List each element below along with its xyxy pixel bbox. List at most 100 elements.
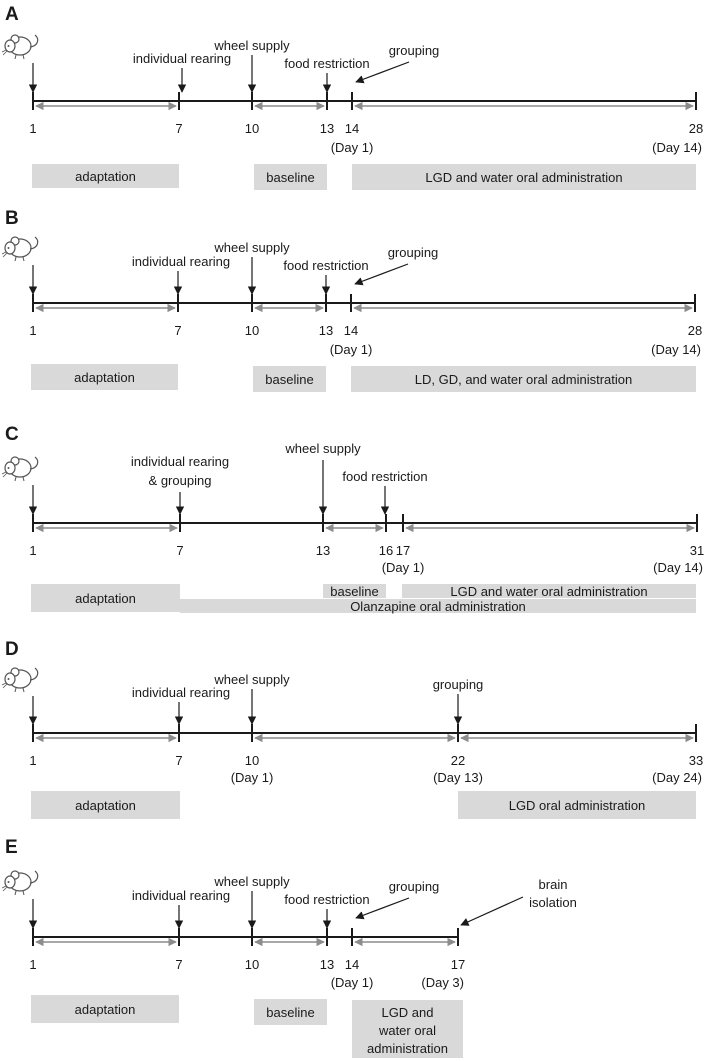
grouping-label: & grouping <box>149 473 212 488</box>
period-box-fill <box>323 584 386 598</box>
box-label: adaptation <box>75 798 136 813</box>
panel-letter: B <box>5 208 19 229</box>
adaptation-box: adaptation <box>31 995 179 1023</box>
experiment-day-label: (Day 1) <box>331 975 374 990</box>
day-label: 14 <box>344 323 358 338</box>
experiment-day-label: (Day 24) <box>652 770 702 785</box>
box-label: LGD and water oral administration <box>425 170 622 185</box>
day-label: 13 <box>319 323 333 338</box>
individual-rearing-label: individual rearing <box>133 51 231 66</box>
day-label: 1 <box>29 543 36 558</box>
box-label: LD, GD, and water oral administration <box>415 372 632 387</box>
day-label: 7 <box>175 957 182 972</box>
baseline-box: baseline <box>253 366 326 392</box>
box-label: baseline <box>266 1005 314 1020</box>
experiment-day-label: (Day 1) <box>382 560 425 575</box>
adaptation-box: adaptation <box>31 584 180 612</box>
experiment-day-label: (Day 14) <box>653 560 703 575</box>
box-label: baseline <box>266 170 314 185</box>
panel-letter: A <box>5 4 19 25</box>
mouse-icon <box>1 34 39 60</box>
baseline-box: baseline <box>254 999 327 1025</box>
period-box-fill <box>351 366 696 392</box>
box-label: adaptation <box>75 169 136 184</box>
period-box-fill <box>31 584 180 612</box>
day-label: 7 <box>176 543 183 558</box>
day-label: 28 <box>689 121 703 136</box>
box-label: adaptation <box>75 1002 136 1017</box>
adaptation-box: adaptation <box>32 164 179 188</box>
wheel-supply-label: wheel supply <box>213 874 290 889</box>
period-box-fill <box>32 164 179 188</box>
period-box-fill <box>402 584 696 598</box>
wheel-supply-label: wheel supply <box>213 38 290 53</box>
box-label: LGD and <box>381 1005 433 1020</box>
day-label: 13 <box>320 957 334 972</box>
mouse-icon <box>1 236 39 262</box>
brain-isolation-arrow <box>460 896 524 926</box>
food-restriction-label: food restriction <box>342 469 427 484</box>
individual-rearing-label: individual rearing <box>132 254 230 269</box>
experiment-day-label: (Day 14) <box>652 140 702 155</box>
day-label: 1 <box>29 753 36 768</box>
box-label: baseline <box>265 372 313 387</box>
day-label: 13 <box>320 121 334 136</box>
grouping-arrow <box>355 897 410 920</box>
isolation-label: isolation <box>529 895 577 910</box>
food-restriction-label: food restriction <box>284 892 369 907</box>
brain-label: brain <box>539 877 568 892</box>
day-label: 28 <box>688 323 702 338</box>
box-label: LGD and water oral administration <box>450 584 647 599</box>
day-label: 10 <box>245 753 259 768</box>
period-box-fill <box>254 164 327 190</box>
grouping-label: grouping <box>388 245 439 260</box>
box-label: water oral <box>378 1023 436 1038</box>
panel-letter: C <box>5 424 19 445</box>
day-label: 14 <box>345 121 359 136</box>
grouping-arrow <box>355 61 410 84</box>
box-label: adaptation <box>74 370 135 385</box>
mouse-icon <box>1 456 39 482</box>
day-label: 17 <box>451 957 465 972</box>
lgd-and-water-oral-administration-box: LGD and water oral administration <box>402 584 696 599</box>
experiment-day-label: (Day 1) <box>331 140 374 155</box>
box-label: LGD oral administration <box>509 798 646 813</box>
day-label: 1 <box>29 323 36 338</box>
day-label: 7 <box>174 323 181 338</box>
panel-letter: D <box>5 639 19 660</box>
experiment-day-label: (Day 3) <box>421 975 464 990</box>
experiment-day-label: (Day 1) <box>231 770 274 785</box>
period-box-fill <box>254 999 327 1025</box>
day-label: 33 <box>689 753 703 768</box>
grouping-label: grouping <box>389 43 440 58</box>
box-label: administration <box>367 1041 448 1056</box>
experiment-day-label: (Day 14) <box>651 342 701 357</box>
food-restriction-label: food restriction <box>284 56 369 71</box>
day-label: 10 <box>245 957 259 972</box>
period-box-fill <box>31 364 178 390</box>
wheel-supply-label: wheel supply <box>284 441 361 456</box>
baseline-box: baseline <box>323 584 386 599</box>
day-label: 1 <box>29 121 36 136</box>
ld-gd-and-water-oral-administration-box: LD, GD, and water oral administration <box>351 366 696 392</box>
lgd-oral-administration-box: LGD oral administration <box>458 791 696 819</box>
day-label: 14 <box>345 957 359 972</box>
period-box-fill <box>458 791 696 819</box>
wheel-supply-label: wheel supply <box>213 672 290 687</box>
adaptation-box: adaptation <box>31 364 178 390</box>
period-box-fill <box>31 995 179 1023</box>
individual-rearing-label: individual rearing <box>132 888 230 903</box>
period-box-fill <box>352 1000 463 1058</box>
lgd-and-water-oral-administration-box: LGD and water oral administration <box>352 164 696 190</box>
day-label: 17 <box>396 543 410 558</box>
period-box-fill <box>352 164 696 190</box>
olanzapine-oral-administration-box: Olanzapine oral administration <box>180 599 696 614</box>
day-label: 1 <box>29 957 36 972</box>
